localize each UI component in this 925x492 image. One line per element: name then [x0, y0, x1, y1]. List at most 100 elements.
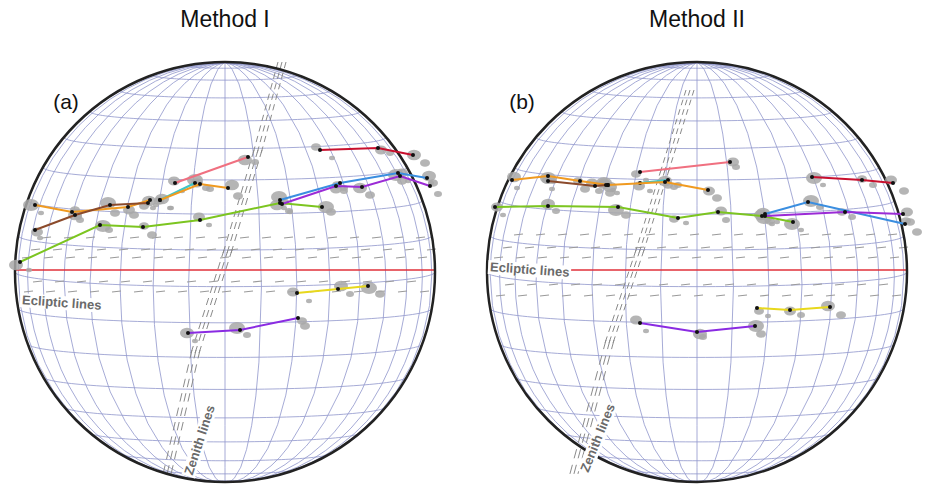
ecliptic-dash [536, 234, 545, 235]
sunspot [76, 217, 84, 223]
zenith-dash [256, 150, 258, 157]
zenith-dash [222, 250, 224, 257]
ecliptic-dash [207, 249, 216, 250]
zenith-dash [574, 465, 576, 474]
sunspot [595, 188, 603, 194]
zenith-dash [624, 304, 626, 310]
zenith-dash [623, 282, 625, 288]
zenith-dash [271, 83, 273, 89]
sunspot-track [765, 212, 903, 216]
zenith-dash [249, 186, 251, 193]
zenith-dash [652, 218, 654, 224]
track-point [428, 184, 432, 188]
zenith-dash [175, 451, 177, 459]
track-point [280, 202, 284, 206]
track-point [33, 228, 37, 232]
ecliptic-dash [240, 237, 249, 238]
ecliptic-dash [738, 295, 747, 296]
track-point [338, 181, 342, 185]
ecliptic-dash [198, 257, 207, 258]
panel-letter: (b) [507, 90, 537, 113]
sunspot [243, 332, 251, 338]
zenith-dash [591, 418, 593, 427]
zenith-dash [203, 310, 205, 317]
ecliptic-dash [496, 295, 505, 296]
ecliptic-dash [275, 281, 284, 282]
zenith-dash [256, 136, 258, 142]
zenith-dash [180, 393, 182, 401]
sunspot [287, 210, 293, 215]
zenith-dash [231, 234, 233, 241]
zenith-dash [686, 109, 688, 115]
ecliptic-dash [328, 237, 337, 238]
ecliptic-dash [591, 247, 600, 248]
ecliptic-dash [176, 257, 185, 258]
sunspot [225, 180, 239, 191]
ecliptic-dash [196, 237, 205, 238]
sunspot-track [640, 162, 730, 172]
ecliptic-dash [811, 247, 820, 248]
ecliptic-dash [244, 291, 253, 292]
zenith-dash [671, 157, 673, 163]
ecliptic-dash [714, 257, 723, 258]
ecliptic-dash [736, 257, 745, 258]
zenith-dash [649, 228, 651, 234]
ecliptic-dash [584, 295, 593, 296]
ecliptic-dash [824, 257, 833, 258]
track-point [158, 198, 162, 202]
ecliptic-dash [273, 249, 282, 250]
track-point [318, 148, 322, 152]
ecliptic-dash [558, 234, 567, 235]
track-point [146, 201, 150, 205]
zenith-dash [187, 379, 189, 387]
zenith-dash [198, 350, 200, 358]
ecliptic-dash [758, 257, 767, 258]
sunspot [23, 199, 39, 211]
ecliptic-dash [24, 291, 33, 292]
zenith-dash [689, 100, 691, 106]
sunspot [732, 164, 740, 170]
sunspot [848, 214, 856, 220]
ecliptic-dash [516, 257, 525, 258]
zenith-dash [582, 434, 584, 443]
zenith-dash [659, 170, 661, 176]
zenith-dash [241, 186, 243, 193]
zenith-dash [174, 436, 176, 444]
sunspot [836, 311, 846, 319]
ecliptic-dash [560, 257, 569, 258]
ecliptic-line [16, 269, 434, 271]
ecliptic-dash [692, 257, 701, 258]
disk-limb [487, 62, 907, 482]
ecliptic-dash [606, 295, 615, 296]
track-point [706, 188, 710, 192]
disk-limb [15, 62, 435, 482]
zenith-dash [181, 422, 183, 430]
sunspot-track [765, 202, 905, 224]
ecliptic-dash [141, 249, 150, 250]
coordinate-grid [487, 62, 907, 482]
zenith-dash [675, 119, 677, 125]
zenith-dash [177, 408, 179, 416]
zenith-dash [222, 262, 224, 269]
ecliptic-dash [723, 247, 732, 248]
sunspot-track [320, 148, 413, 155]
zenith-dash [270, 115, 272, 121]
zenith-dash [620, 293, 622, 299]
ecliptic-dash [264, 257, 273, 258]
ecliptic-dash [890, 257, 899, 258]
sunspot [110, 209, 120, 217]
sunspot [647, 189, 653, 194]
track-point [108, 203, 112, 207]
ecliptic-dash [756, 234, 765, 235]
sunspot [361, 282, 377, 294]
zenith-dash [253, 174, 255, 181]
ecliptic-dash [174, 237, 183, 238]
track-point [638, 321, 642, 325]
zenith-dash [661, 189, 663, 195]
ecliptic-dash [716, 295, 725, 296]
ecliptic-dash [44, 257, 53, 258]
ecliptic-dash [33, 281, 42, 282]
zenith-dash [628, 293, 630, 299]
ecliptic-dash [396, 257, 405, 258]
zenith-dash [214, 298, 216, 305]
